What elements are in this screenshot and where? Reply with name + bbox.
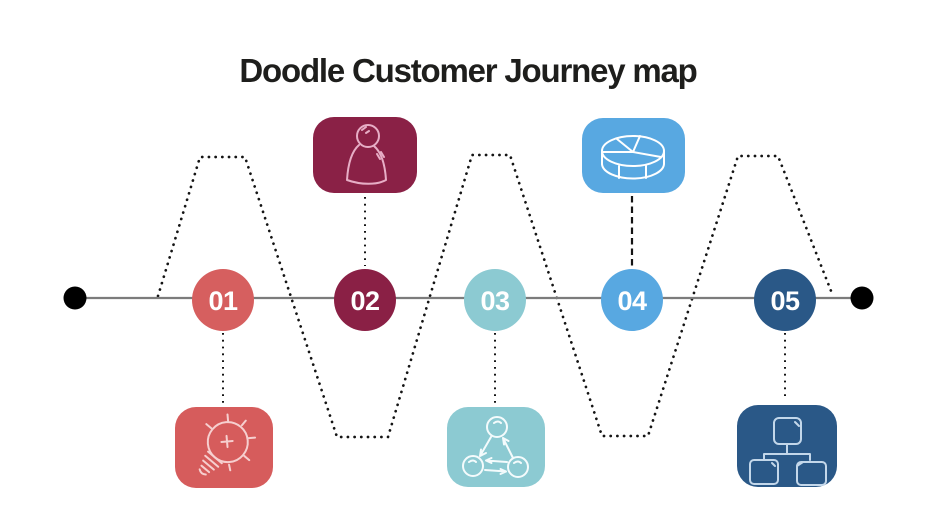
step-5-box bbox=[737, 405, 837, 487]
page-title: Doodle Customer Journey map bbox=[239, 52, 696, 89]
step-1-milestone: 01 bbox=[192, 269, 254, 331]
step-5-circle bbox=[754, 269, 816, 331]
person-icon bbox=[346, 124, 387, 185]
step-4-milestone: 04 bbox=[601, 269, 663, 331]
pie-chart-icon bbox=[601, 135, 666, 180]
step-4-box-shape bbox=[582, 118, 685, 193]
step-2-box-shape bbox=[313, 117, 417, 193]
step-3-milestone: 03 bbox=[464, 269, 526, 331]
step-1-box-shape bbox=[175, 407, 273, 488]
step-1-box bbox=[175, 407, 273, 488]
org-chart-icon bbox=[749, 417, 827, 486]
step-3-box bbox=[447, 407, 545, 487]
step-2-number: 02 bbox=[350, 286, 379, 316]
step-4-box bbox=[582, 118, 685, 193]
step-3-number: 03 bbox=[480, 286, 510, 316]
lightbulb-icon bbox=[198, 413, 257, 476]
step-2-milestone: 02 bbox=[334, 269, 396, 331]
step-2-circle bbox=[334, 269, 396, 331]
timeline-start-dot bbox=[63, 286, 87, 310]
step-3-circle bbox=[464, 269, 526, 331]
step-5-milestone: 05 bbox=[754, 269, 816, 331]
step-5-number: 05 bbox=[770, 286, 800, 316]
step-3-box-shape bbox=[447, 407, 545, 487]
step-2-box bbox=[313, 117, 417, 193]
cycle-icon bbox=[462, 416, 529, 478]
timeline-end-dot bbox=[850, 286, 874, 310]
step-1-number: 01 bbox=[208, 286, 238, 316]
step-1-circle bbox=[192, 269, 254, 331]
step-4-number: 04 bbox=[617, 286, 647, 316]
step-4-circle bbox=[601, 269, 663, 331]
